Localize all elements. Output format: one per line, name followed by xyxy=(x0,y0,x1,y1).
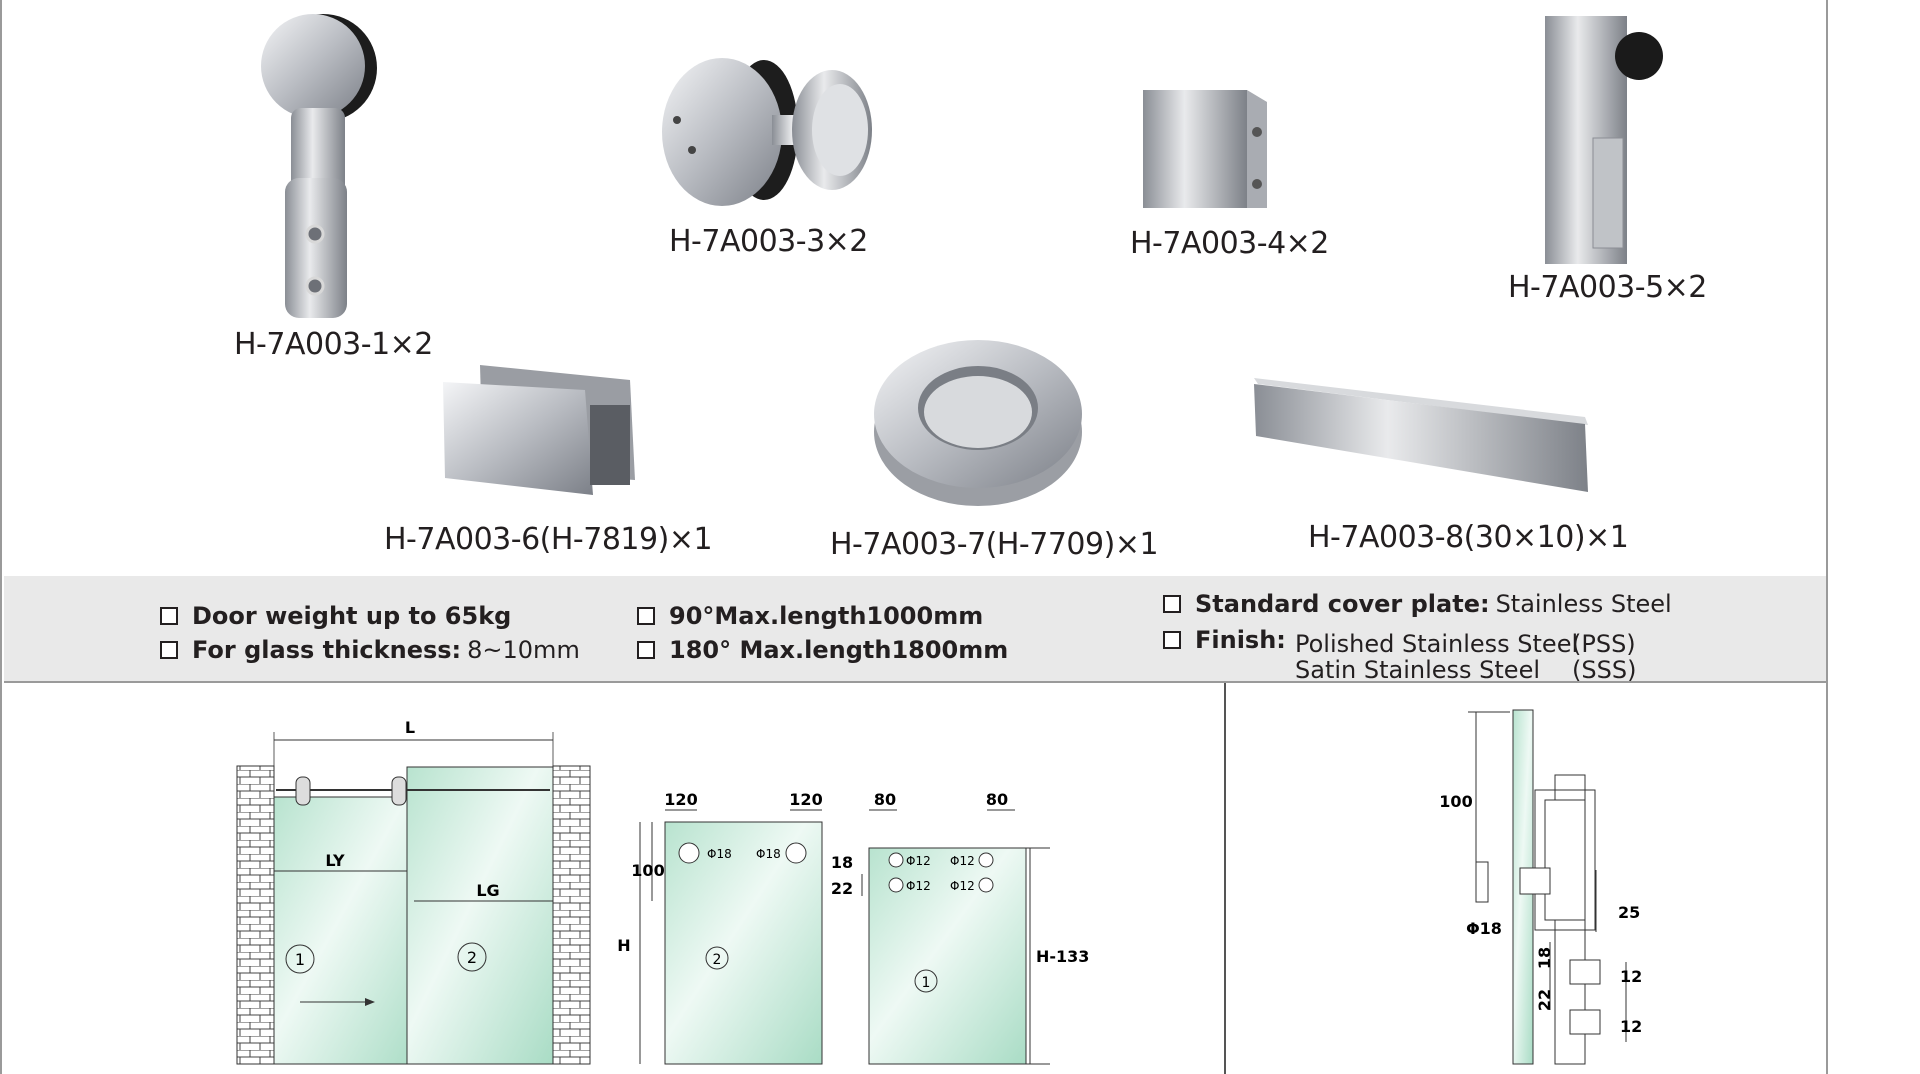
panel-1-marker: 1 xyxy=(295,950,305,969)
panel-2-marker: 2 xyxy=(467,948,477,967)
checkbox-icon xyxy=(160,607,178,625)
panel-1-label: 1 xyxy=(922,975,931,991)
stopper-photo xyxy=(1545,16,1663,264)
spec-length-180: 180° Max.length1800mm xyxy=(637,636,1014,664)
part-label-5: H-7A003-5×2 xyxy=(1508,270,1707,305)
rail-bar-photo xyxy=(1254,378,1588,492)
spec-glass-thickness: For glass thickness:8~10mm xyxy=(160,636,580,664)
checkbox-icon xyxy=(1163,595,1181,613)
floor-guide-photo xyxy=(443,365,635,495)
panel-2-drawing xyxy=(639,809,823,1065)
dim-p1-22: 22 xyxy=(831,879,853,898)
spec-door-weight: Door weight up to 65kg xyxy=(160,602,517,630)
bracket-block-photo xyxy=(1143,90,1267,208)
hole-p2-right: Φ18 xyxy=(756,847,781,861)
part-label-6: H-7A003-6(H-7819)×1 xyxy=(384,522,713,557)
hole-p1-c: Φ12 xyxy=(906,879,931,893)
glass-fitting-photo xyxy=(662,58,872,206)
dim-sec-100: 100 xyxy=(1439,792,1472,811)
dim-sec-12a: 12 xyxy=(1620,967,1642,986)
hole-p2-left: Φ18 xyxy=(707,847,732,861)
dim-sec-12b: 12 xyxy=(1620,1017,1642,1036)
finish-code-satin: (SSS) xyxy=(1572,656,1637,684)
panel-2-circle xyxy=(705,946,729,970)
dim-sec-22: 22 xyxy=(1535,989,1554,1011)
drawing-divider xyxy=(1224,683,1226,1074)
roller-hanger-photo xyxy=(261,14,377,318)
hole-p1-b: Φ12 xyxy=(950,854,975,868)
checkbox-icon xyxy=(637,641,655,659)
checkbox-icon xyxy=(160,641,178,659)
door-layout-drawing xyxy=(236,732,591,1065)
panel-2-label: 2 xyxy=(713,952,722,968)
dim-LG: LG xyxy=(476,881,499,900)
dim-p1-height: H-133 xyxy=(1036,947,1089,966)
finish-option-satin: Satin Stainless Steel xyxy=(1295,656,1541,684)
checkbox-icon xyxy=(637,607,655,625)
dim-sec-18: 18 xyxy=(1535,947,1554,969)
panel-1-circle xyxy=(914,969,938,993)
part-label-1: H-7A003-1×2 xyxy=(234,327,433,362)
part-label-8: H-7A003-8(30×10)×1 xyxy=(1308,520,1629,555)
spec-finish: Finish: xyxy=(1163,626,1292,654)
dim-p1-right: 80 xyxy=(986,790,1008,809)
checkbox-icon xyxy=(1163,631,1181,649)
part-label-3: H-7A003-3×2 xyxy=(669,224,868,259)
page-border-left xyxy=(0,0,2,1074)
hole-p1-a: Φ12 xyxy=(906,854,931,868)
finish-code-polished: (PSS) xyxy=(1572,630,1636,658)
part-label-7: H-7A003-7(H-7709)×1 xyxy=(830,527,1159,562)
page-border-right xyxy=(1826,0,1828,1074)
dim-p1-18: 18 xyxy=(831,853,853,872)
hole-p1-d: Φ12 xyxy=(950,879,975,893)
dim-p2-top: 100 xyxy=(631,861,664,880)
spec-length-90: 90°Max.length1000mm xyxy=(637,602,989,630)
finish-option-polished: Polished Stainless Steel xyxy=(1295,630,1579,658)
technical-drawings: L LY LG 1 2 120 120 100 H Φ18 Φ18 2 xyxy=(236,709,1642,1065)
dim-p2-right: 120 xyxy=(789,790,822,809)
section-drawing xyxy=(1468,709,1627,1065)
spec-band xyxy=(4,576,1826,683)
dim-sec-dia: Φ18 xyxy=(1466,919,1502,938)
dim-L: L xyxy=(405,718,415,737)
spec-cover-plate: Standard cover plate:Stainless Steel xyxy=(1163,590,1672,618)
dim-LY: LY xyxy=(325,851,345,870)
dim-p1-left: 80 xyxy=(874,790,896,809)
round-handle-photo xyxy=(874,340,1082,506)
dim-p2-left: 120 xyxy=(664,790,697,809)
dim-p2-height: H xyxy=(617,936,630,955)
part-label-4: H-7A003-4×2 xyxy=(1130,226,1329,261)
panel-1-drawing xyxy=(861,809,1050,1065)
dim-sec-25: 25 xyxy=(1618,903,1640,922)
